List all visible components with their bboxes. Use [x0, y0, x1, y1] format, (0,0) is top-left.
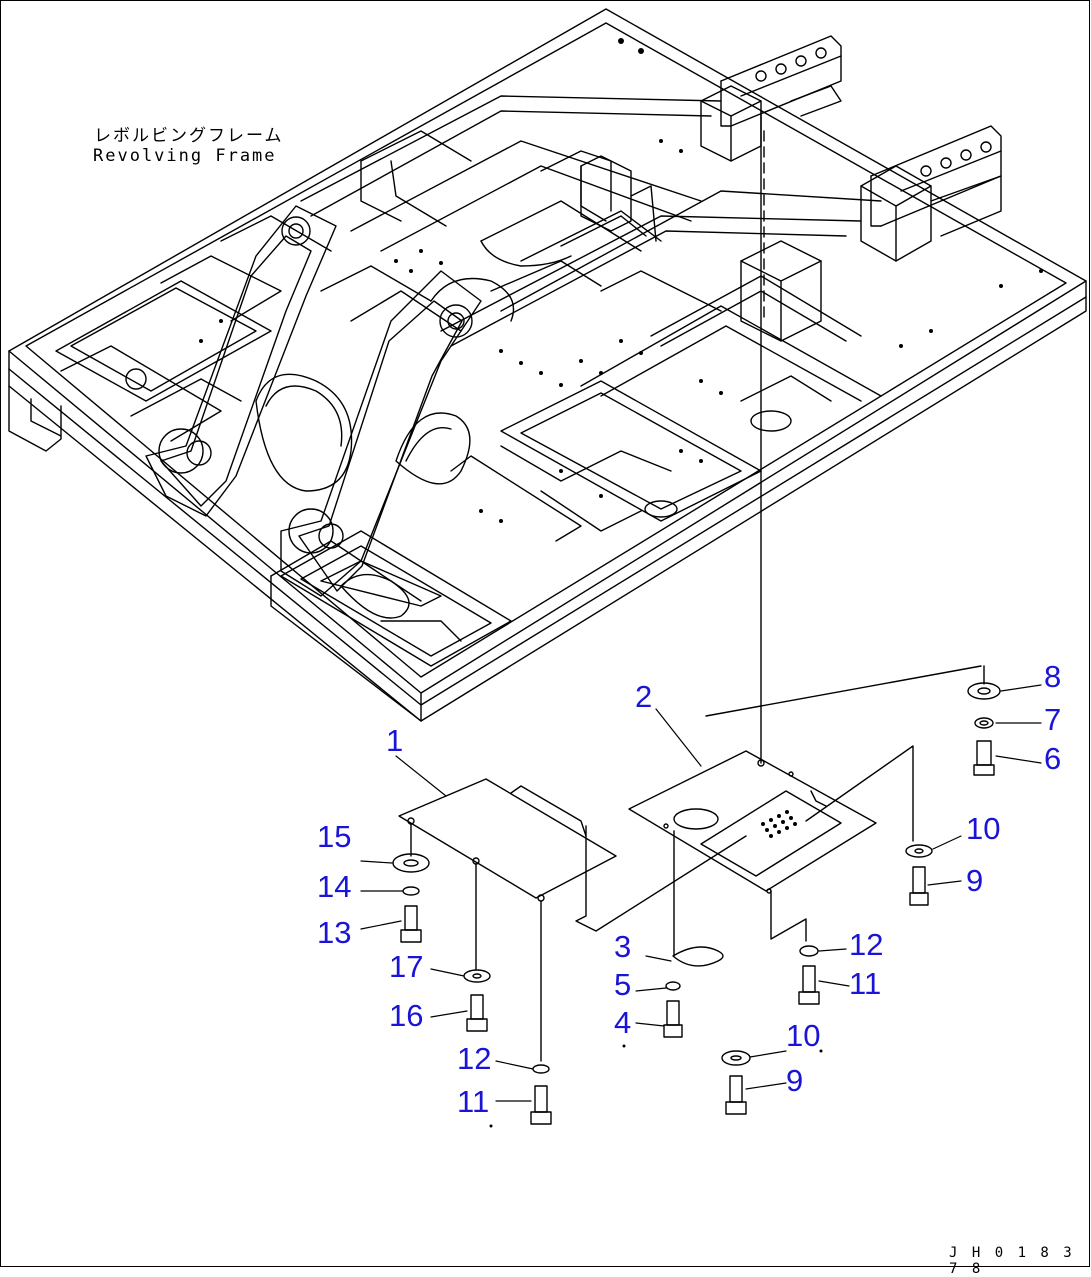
callout-1: 1 — [386, 723, 404, 758]
gasket-3 — [672, 946, 724, 967]
callout-8: 8 — [1044, 659, 1062, 694]
callout-7: 7 — [1044, 702, 1062, 737]
callout-16: 16 — [389, 998, 424, 1033]
callout-14: 14 — [317, 869, 352, 904]
callout-11-right: 11 — [849, 966, 882, 1001]
cover-plate-1 — [398, 778, 747, 1062]
cover-plate-2 — [628, 665, 982, 957]
frame-label-english: Revolving Frame — [93, 146, 277, 166]
callout-15: 15 — [317, 819, 352, 854]
callout-6: 6 — [1044, 741, 1062, 776]
callout-9-lower: 9 — [786, 1063, 804, 1098]
callout-leaders — [360, 684, 1042, 1102]
callout-3: 3 — [614, 929, 632, 964]
callout-12-lower: 12 — [457, 1041, 492, 1076]
callout-12-right: 12 — [849, 927, 884, 962]
callout-5: 5 — [614, 967, 632, 1002]
callout-4: 4 — [614, 1005, 632, 1040]
frame-bolts — [199, 38, 1043, 523]
callout-9-right: 9 — [966, 863, 984, 898]
callout-10-right: 10 — [966, 811, 1001, 846]
revolving-frame — [8, 8, 1087, 722]
callout-17: 17 — [389, 949, 424, 984]
frame-label-japanese: レボルビングフレーム — [94, 126, 284, 146]
callout-11-lower: 11 — [457, 1084, 490, 1119]
hardware — [392, 665, 1001, 1125]
drawing-code: J H 0 1 8 3 7 8 — [949, 1245, 1075, 1277]
callout-2: 2 — [635, 679, 653, 714]
callout-10-lower: 10 — [786, 1018, 821, 1053]
callout-13: 13 — [317, 915, 352, 950]
rear-rails — [580, 35, 1002, 342]
